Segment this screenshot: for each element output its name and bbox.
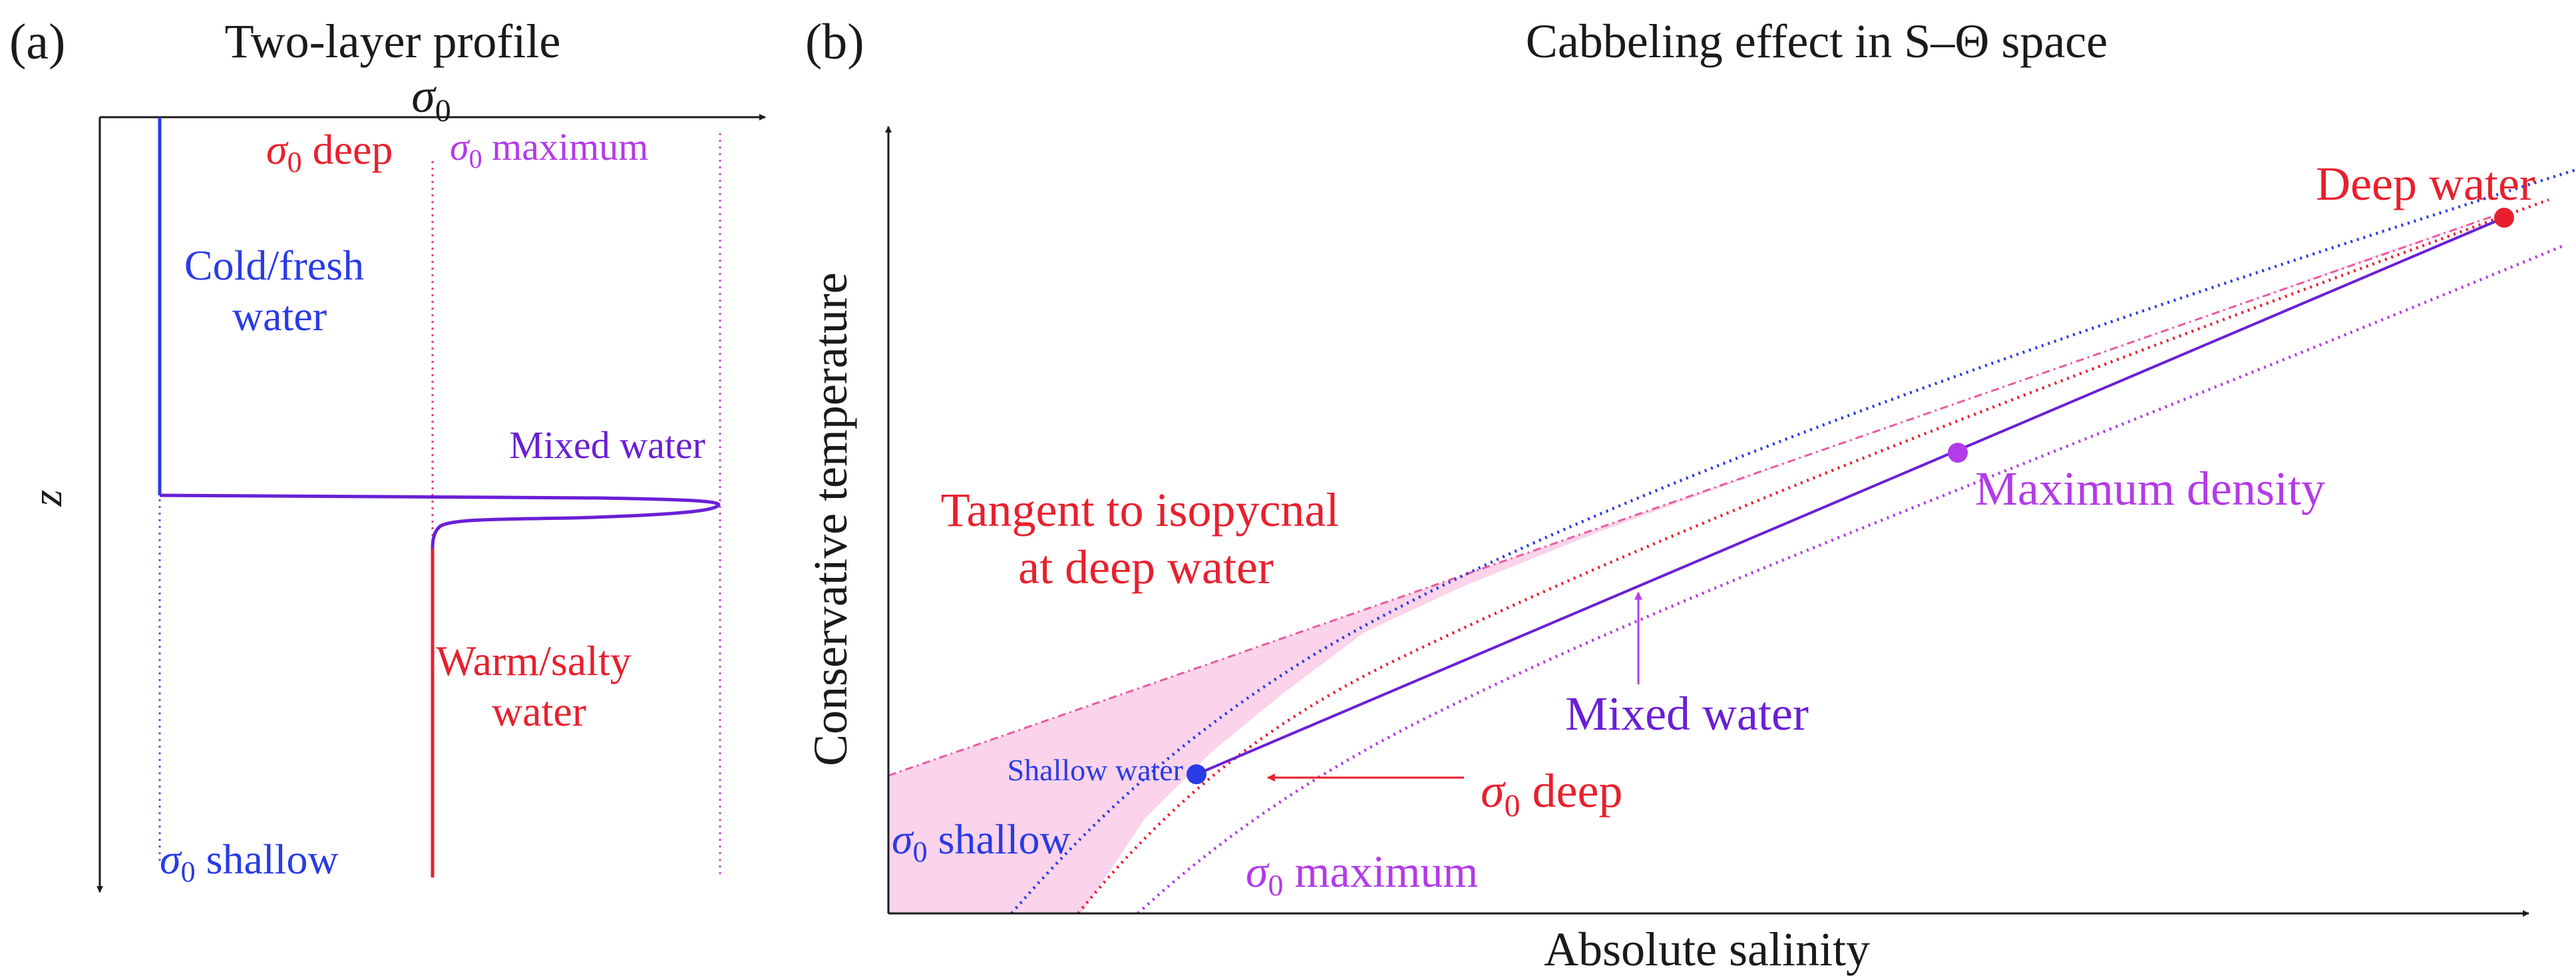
panel-b-sigma-max-isopycnal [1137, 244, 2563, 915]
panel-b-maximum-density-point [1948, 443, 1968, 463]
panel-a-y-axis-label: z [23, 489, 71, 507]
panel-b-tangent-label: Tangent to isopycnal at deep water [941, 483, 1352, 594]
panel-a-sigma-deep-label: σ0 deep [266, 126, 393, 178]
panel-a-warm-salty-label: Warm/salty water [436, 637, 642, 735]
panel-a-x-axis-label: σ0 [411, 69, 451, 128]
panel-a-sigma-max-label: σ0 maximum [450, 125, 648, 174]
panel-b-sigma-max-label: σ0 maximum [1246, 846, 1478, 902]
panel-b: (b) Cabbeling effect in S–Θ space Absolu… [804, 14, 2576, 976]
panel-a-sigma-shallow-label: σ0 shallow [160, 836, 339, 888]
panel-a-mixed-water-label: Mixed water [509, 423, 705, 467]
panel-b-shallow-water-label: Shallow water [1008, 753, 1183, 787]
panel-b-sigma-deep-label: σ0 deep [1481, 764, 1622, 824]
panel-b-sigma-shallow-isopycnal [1010, 168, 2576, 915]
panel-b-sigma-shallow-label: σ0 shallow [892, 816, 1071, 868]
panel-b-shallow-water-point [1187, 764, 1206, 784]
panel-b-x-axis-label: Absolute salinity [1544, 923, 1870, 976]
panel-b-shaded-region [888, 213, 2502, 913]
panel-a-title: Two-layer profile [225, 15, 561, 68]
panel-b-sigma-deep-isopycnal [1077, 198, 2549, 915]
panel-b-deep-water-label: Deep water [2316, 157, 2535, 210]
panel-b-y-axis-label: Conservative temperature [804, 272, 857, 766]
panel-a-mixed-profile [159, 493, 721, 549]
panel-b-maximum-density-label: Maximum density [1975, 462, 2325, 515]
panel-a: (a) Two-layer profile σ0 z σ0 deep σ0 ma… [9, 14, 766, 893]
panel-b-mixed-water-label: Mixed water [1565, 687, 1809, 740]
panel-b-title: Cabbeling effect in S–Θ space [1526, 15, 2108, 68]
panel-a-cold-fresh-label: Cold/fresh water [184, 242, 375, 340]
panel-b-label: (b) [805, 14, 864, 70]
panel-b-mixing-line [1196, 216, 2505, 776]
panel-a-label: (a) [9, 14, 65, 70]
panel-b-tangent-line [888, 212, 2503, 777]
panel-b-deep-water-point [2494, 208, 2514, 228]
